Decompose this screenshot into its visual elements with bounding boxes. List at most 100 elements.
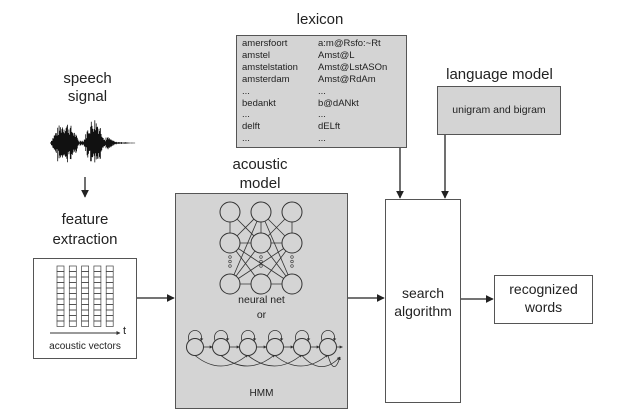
vector-cell (81, 276, 89, 283)
lexicon-pronunciation: dELft (318, 121, 341, 133)
time-axis-label: t (123, 325, 127, 337)
nn-node (281, 273, 303, 295)
vector-cell (68, 287, 77, 294)
hmm-state (212, 338, 230, 356)
vector-cell (93, 298, 102, 305)
speech-signal-title-line2: signal (67, 88, 108, 105)
hmm-skip-transition (220, 354, 276, 367)
acoustic-vectors-caption: acoustic vectors (49, 341, 121, 352)
vector-cell (105, 276, 114, 283)
vector-cell (93, 282, 102, 289)
nn-ellipsis-dot (290, 255, 294, 259)
nn-ellipsis-dot (259, 255, 263, 259)
speech-waveform (50, 120, 136, 163)
feature-extraction-title-line1: feature (61, 211, 109, 228)
hmm-state (186, 338, 204, 356)
nn-node (219, 273, 241, 295)
or-label: or (256, 309, 267, 321)
lexicon-word: amstelstation (242, 61, 298, 73)
hmm-skip-transition (327, 355, 341, 368)
vector-cell (93, 315, 102, 322)
vector-cell (105, 282, 114, 289)
acoustic-vectors-grid (56, 265, 114, 327)
lexicon-pronunciation: ... (318, 133, 326, 145)
hmm-self-loop (295, 330, 311, 342)
vector-cell (68, 298, 77, 305)
vector-cell (56, 320, 65, 327)
nn-node (250, 273, 272, 295)
vector-cell (105, 298, 114, 305)
vector-cell (81, 287, 89, 294)
search-algorithm-line2: algorithm (394, 303, 452, 319)
nn-node (281, 232, 303, 254)
hmm-self-loop (268, 330, 284, 342)
recognized-words-line1: recognized (509, 281, 578, 297)
waveform-path (50, 120, 136, 163)
lexicon-box (236, 35, 407, 148)
vector-cell (93, 271, 102, 278)
recognized-words-line2: words (524, 299, 563, 315)
hmm-self-loop (188, 330, 204, 342)
speech-signal-title: speech signal (40, 70, 135, 106)
vector-cell (68, 304, 77, 311)
vector-cell (56, 309, 65, 316)
lexicon-pronunciation: ... (318, 109, 326, 121)
vector-cell (105, 265, 114, 272)
vector-cell (81, 282, 89, 289)
vector-cell (81, 271, 89, 278)
hmm-state (239, 338, 257, 356)
hmm-state (266, 338, 284, 356)
vector-cell (93, 287, 102, 294)
lexicon-word: bedankt (242, 97, 276, 109)
search-algorithm-label: search algorithm (385, 284, 461, 320)
nn-ellipsis-dot (228, 259, 232, 264)
nn-ellipsis-dot (259, 259, 263, 264)
acoustic-model-title: acoustic model (200, 155, 320, 193)
vector-cell (68, 320, 77, 327)
hmm-self-loop (241, 330, 257, 342)
feature-extraction-title: feature extraction (25, 210, 145, 250)
lexicon-word: amersfoort (242, 38, 288, 49)
lexicon-pronunciation: Amst@L (318, 49, 355, 61)
hmm-skip-transition (247, 354, 303, 367)
nn-ellipsis-dot (228, 255, 232, 259)
vector-cell (81, 304, 89, 311)
nn-edge (260, 211, 293, 285)
vector-cell (56, 293, 65, 300)
vector-cell (105, 320, 114, 327)
vector-cell (81, 315, 89, 322)
vector-cell (68, 293, 77, 300)
hmm-label: HMM (249, 388, 274, 399)
recognized-words-box (494, 275, 593, 324)
acoustic-model-box (175, 193, 348, 409)
recognized-words-label: recognized words (494, 280, 593, 316)
vector-cell (93, 320, 102, 327)
language-model-title: language model (446, 66, 553, 83)
nn-ellipsis-dot (259, 264, 263, 268)
lexicon-pronunciation: Amst@RdAm (318, 73, 376, 85)
lexicon-pronunciation: Amst@LstASOn (318, 61, 388, 73)
nn-ellipsis-dot (290, 264, 294, 268)
lexicon-pronunciation: ... (318, 85, 326, 97)
vector-cell (105, 315, 114, 322)
nn-edge (229, 211, 262, 285)
vector-cell (105, 304, 114, 311)
nn-ellipsis-dot (290, 259, 294, 264)
vector-cell (81, 298, 89, 305)
lexicon-word: amstel (242, 49, 270, 61)
nn-node (219, 201, 241, 223)
vector-cell (93, 265, 102, 272)
vector-cell (56, 298, 65, 305)
vector-cell (68, 282, 77, 289)
nn-ellipsis-dot (228, 264, 232, 268)
vector-cell (56, 282, 65, 289)
hmm-skip-transition (194, 354, 249, 367)
lexicon-word: ... (242, 85, 250, 97)
lexicon-word: amsterdam (242, 73, 290, 85)
vector-cell (56, 304, 65, 311)
neural-network (219, 201, 303, 295)
search-algorithm-box (385, 199, 461, 403)
vector-cell (81, 265, 89, 272)
lexicon-word: ... (242, 109, 250, 121)
vector-cell (81, 320, 89, 327)
